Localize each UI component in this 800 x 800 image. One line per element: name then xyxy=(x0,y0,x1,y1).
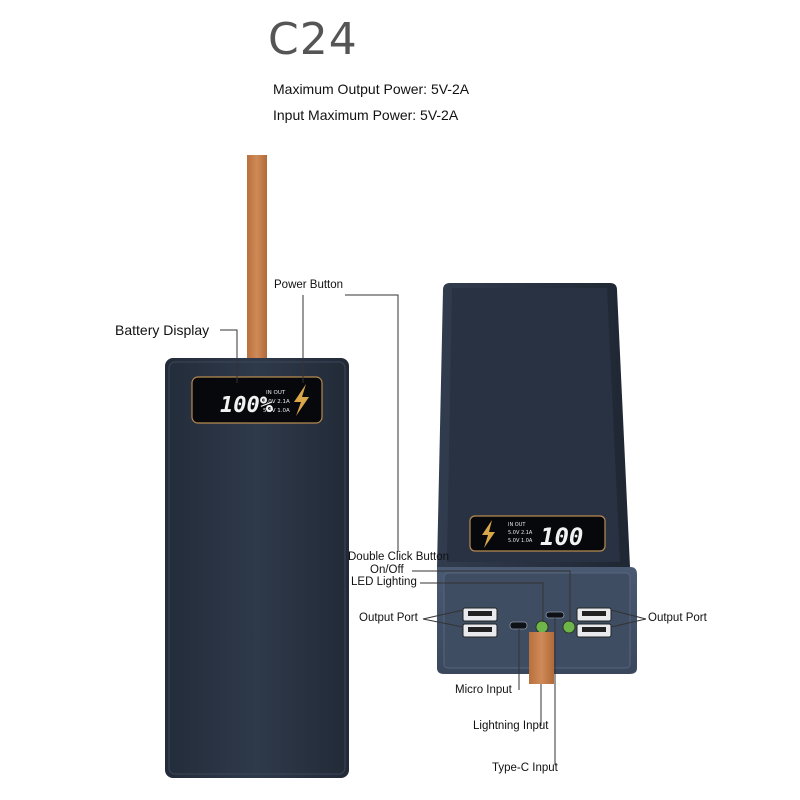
on-off-label: On/Off xyxy=(370,564,404,576)
front-strap xyxy=(247,155,267,365)
side-display-line3: 5.0V 1.0A xyxy=(508,538,533,544)
side-bolt-icon xyxy=(482,520,495,548)
output-port-right-label: Output Port xyxy=(648,612,707,624)
side-display-line2: 5.0V 2.1A xyxy=(508,530,533,536)
side-display-percent: 100 xyxy=(540,523,583,551)
power-button xyxy=(562,620,576,634)
front-power-bank: 100% IN OUT 5.0V 2.1A 5.0V 1.0A xyxy=(165,155,349,778)
side-strap xyxy=(529,632,554,684)
max-output-spec: Maximum Output Power: 5V-2A xyxy=(273,81,470,97)
type-c-input-port xyxy=(545,611,565,619)
led-light xyxy=(535,620,549,634)
led-lighting-label: LED Lighting xyxy=(351,576,417,588)
front-display-line3: 5.0V 1.0A xyxy=(263,408,290,414)
power-button-label: Power Button xyxy=(274,279,344,291)
side-power-bank: IN OUT 5.0V 2.1A 5.0V 1.0A 100 xyxy=(437,283,637,684)
micro-input-port xyxy=(509,621,528,630)
type-c-input-label: Type-C Input xyxy=(492,762,558,774)
battery-display-label: Battery Display xyxy=(115,322,210,338)
front-display xyxy=(191,376,323,424)
double-click-button-label: Double Click Button xyxy=(348,551,449,563)
max-input-spec: Input Maximum Power: 5V-2A xyxy=(273,107,459,123)
front-body xyxy=(165,358,349,778)
front-bolt-icon xyxy=(294,384,309,416)
product-title: C24 xyxy=(268,14,358,65)
front-display-percent: 100% xyxy=(220,393,274,418)
front-display-line2: 5.0V 2.1A xyxy=(263,399,290,405)
lightning-input-label: Lightning Input xyxy=(473,720,549,732)
leader-lines xyxy=(220,294,647,765)
output-port-left-label: Output Port xyxy=(359,612,418,624)
side-display-line1: IN OUT xyxy=(508,522,526,528)
side-display xyxy=(469,515,606,552)
front-display-line1: IN OUT xyxy=(266,390,286,396)
micro-input-label: Micro Input xyxy=(455,684,512,696)
